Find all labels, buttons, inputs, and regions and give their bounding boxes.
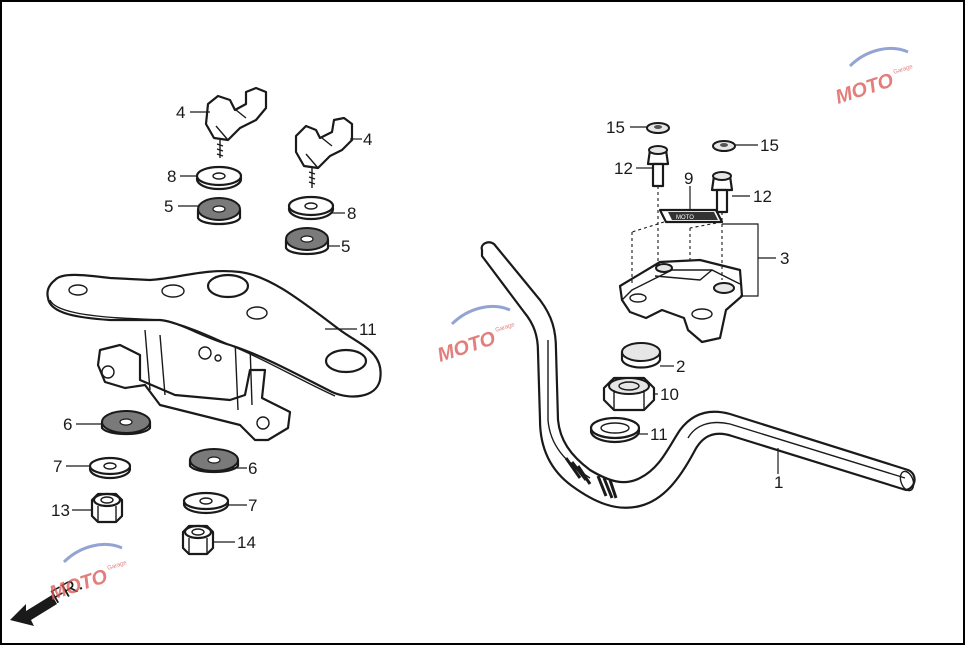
callout-2: 2	[676, 357, 685, 376]
watermark-swoosh-icon	[450, 305, 511, 326]
badge-9-part: MOTO	[658, 208, 724, 224]
callout-15-left: 15	[606, 118, 625, 137]
callout-8-right: 8	[347, 204, 356, 223]
callout-11-right: 12	[753, 187, 772, 206]
washer-7-left	[88, 456, 132, 480]
nut-12-left	[90, 492, 124, 524]
callout-13: 10	[660, 385, 679, 404]
callout-6-right: 6	[248, 459, 257, 478]
watermark-logo-text: MOTO	[435, 327, 499, 366]
washer-7-right	[182, 491, 230, 515]
svg-text:MOTO: MOTO	[676, 215, 694, 221]
callout-12-right: 14	[237, 533, 256, 552]
washer-8-left	[195, 165, 243, 191]
riser-left-part	[204, 86, 268, 158]
callout-14: 11	[650, 425, 668, 444]
callout-5-left: 5	[164, 197, 173, 216]
watermark-swoosh-icon	[62, 543, 123, 564]
watermark-bottom-left: MOTO Garage	[47, 543, 129, 605]
watermark-logo-text: MOTO	[833, 69, 897, 108]
callout-6-left: 6	[63, 415, 72, 434]
callout-1: 1	[774, 473, 783, 492]
watermark-subtext: Garage	[893, 64, 915, 76]
cushion-5-left	[196, 197, 242, 226]
callout-15-right: 15	[760, 136, 779, 155]
watermark-subtext: Garage	[495, 322, 517, 334]
nut-13-part	[602, 376, 656, 412]
callout-numbers: 4 4 8 8 5 5 11 6 6 7 7 13 14 15 15 12 12…	[51, 103, 789, 552]
nut-12-right	[181, 524, 215, 556]
callout-4-right: 4	[363, 130, 372, 149]
watermark-logo-text: MOTO	[47, 565, 111, 604]
watermark-top-right: MOTO Garage	[833, 47, 915, 109]
cushion-6-left	[100, 410, 152, 436]
callout-10: 11	[359, 320, 377, 339]
handlebar-clamp-part	[618, 258, 744, 344]
callout-7-right: 7	[248, 496, 257, 515]
leader-lines	[66, 111, 779, 543]
washer-8-right	[287, 195, 335, 221]
watermark-subtext: Garage	[107, 560, 129, 572]
callout-5-right: 5	[341, 237, 350, 256]
cushion-6-right	[188, 448, 240, 474]
callout-9: 9	[684, 169, 693, 188]
bolt-11-left	[646, 145, 670, 188]
cap-15-left	[646, 122, 670, 134]
assembly-guides	[631, 186, 723, 286]
callout-4-left: 4	[176, 103, 185, 122]
cushion-5-right	[284, 227, 330, 256]
front-arrow-icon	[10, 595, 57, 626]
handlebar-part	[480, 241, 916, 509]
cap-2-part	[620, 342, 662, 369]
callout-11-left: 12	[614, 159, 633, 178]
callout-7-left: 7	[53, 457, 62, 476]
callout-3: 3	[780, 249, 789, 268]
callout-8-left: 8	[167, 167, 176, 186]
riser-right-part	[294, 116, 354, 188]
watermark-middle: MOTO Garage	[435, 305, 517, 367]
bolt-11-right	[710, 171, 734, 214]
cap-15-right	[712, 140, 736, 152]
washer-14-part	[589, 416, 641, 444]
top-bridge-part	[46, 270, 382, 442]
watermark-swoosh-icon	[848, 47, 909, 68]
callout-12-left: 13	[51, 501, 70, 520]
